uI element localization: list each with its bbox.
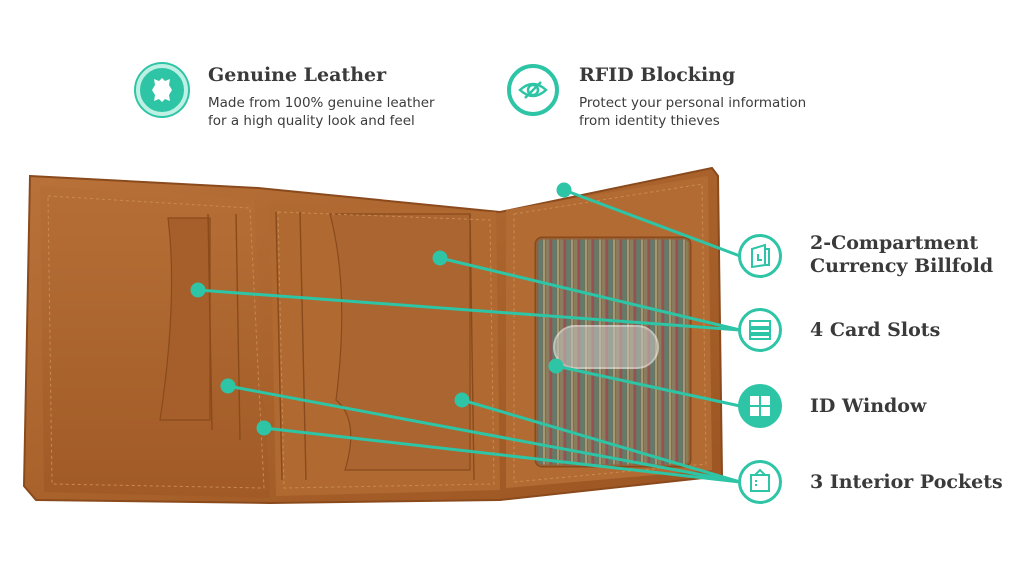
connector-line (263, 426, 741, 484)
callout-interior-pockets: 3 Interior Pockets (738, 460, 1024, 506)
callout-label: 4 Card Slots (810, 319, 941, 341)
connector-line (461, 398, 741, 484)
billfold-icon (738, 234, 782, 278)
connector-dot (432, 250, 448, 266)
connector-dot (220, 378, 236, 394)
leather-hide-icon (136, 64, 188, 116)
pocket-icon (738, 460, 782, 504)
card-slot-curve (159, 217, 211, 421)
middle-slot-curve (329, 213, 471, 471)
eye-slash-icon (507, 64, 559, 116)
callout-label: ID Window (810, 395, 927, 417)
card-slot-edge (299, 211, 307, 481)
connector-line (563, 188, 741, 258)
card-slot-edge (235, 213, 241, 441)
card-slot-edge (207, 213, 213, 431)
feature-title: RFID Blocking (579, 64, 736, 86)
callout-label-line1: 2-Compartment (810, 232, 979, 254)
feature-desc-line1: Made from 100% genuine leather (208, 95, 435, 111)
connector-line (555, 364, 741, 408)
connector-line (197, 288, 741, 332)
connector-dot (256, 420, 272, 436)
callout-card-slots: 4 Card Slots (738, 308, 1018, 354)
callout-label: 3 Interior Pockets (810, 471, 1003, 493)
connector-dot (548, 358, 564, 374)
thumb-cutout (553, 325, 659, 369)
card-slots-icon (738, 308, 782, 352)
feature-title: Genuine Leather (208, 64, 387, 86)
callout-label-line2: Currency Billfold (810, 255, 994, 277)
connector-line (439, 256, 741, 332)
callout-id-window: ID Window (738, 384, 1018, 430)
window-grid-icon (738, 384, 782, 428)
panel-stitch (513, 183, 707, 483)
connector-line (227, 384, 741, 484)
feature-desc-line2: for a high quality look and feel (208, 113, 415, 129)
panel-stitch (47, 195, 265, 489)
feature-desc-line1: Protect your personal information (579, 95, 807, 111)
connector-dot (454, 392, 470, 408)
callout-billfold: 2-Compartment Currency Billfold (738, 232, 1018, 282)
panel-stitch (277, 211, 495, 489)
feature-rfid-blocking: RFID Blocking Protect your personal info… (507, 64, 847, 134)
feature-genuine-leather: Genuine Leather Made from 100% genuine l… (136, 64, 476, 134)
card-slot-edge (275, 211, 283, 481)
connector-dot (556, 182, 572, 198)
feature-desc-line2: from identity thieves (579, 113, 720, 129)
card-slot-edge (469, 213, 475, 481)
connector-dot (190, 282, 206, 298)
